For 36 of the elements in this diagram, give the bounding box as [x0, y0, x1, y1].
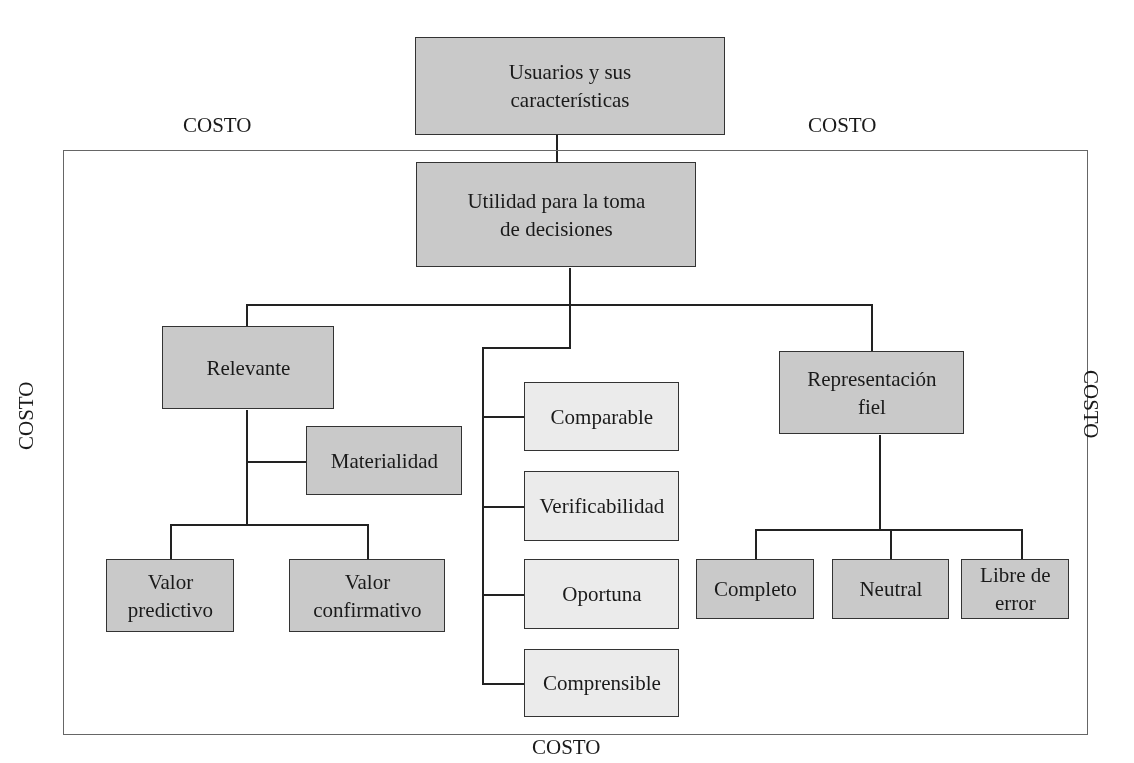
connector-line — [879, 434, 1023, 561]
box-label: Libre de error — [979, 562, 1052, 618]
connector-line — [556, 134, 558, 164]
box-label: Oportuna — [562, 581, 642, 609]
cost-label: COSTO — [532, 735, 601, 760]
box-label: Comparable — [550, 403, 654, 431]
concept-box — [524, 382, 680, 452]
box-label: Representación fiel — [807, 365, 937, 421]
concept-box — [696, 559, 815, 620]
box-label: Verificabilidad — [539, 493, 665, 521]
box-label: Utilidad para la toma de decisiones — [466, 187, 647, 243]
concept-box — [415, 37, 725, 135]
cost-label: COSTO — [808, 113, 877, 138]
concept-box — [162, 326, 335, 410]
cost-label: COSTO — [183, 113, 252, 138]
concept-box — [832, 559, 950, 620]
box-label: Valor confirmativo — [312, 568, 423, 624]
concept-box — [289, 559, 446, 633]
concept-box — [524, 649, 680, 718]
box-label: Valor predictivo — [126, 568, 214, 624]
box-label: Relevante — [206, 354, 291, 382]
concept-box — [416, 162, 697, 268]
box-label: Neutral — [859, 576, 923, 604]
concept-box — [779, 351, 965, 435]
box-label: Comprensible — [542, 670, 661, 698]
box-label: Completo — [713, 576, 797, 604]
concept-box — [524, 471, 680, 542]
box-label: Materialidad — [330, 447, 439, 475]
concept-box — [961, 559, 1070, 620]
box-label: Usuarios y sus características — [507, 58, 633, 114]
concept-box — [524, 559, 680, 630]
connector-line — [246, 409, 369, 561]
concept-box — [306, 426, 463, 496]
cost-label: COSTO — [1078, 370, 1103, 439]
concept-box — [106, 559, 235, 633]
cost-label: COSTO — [14, 381, 39, 450]
